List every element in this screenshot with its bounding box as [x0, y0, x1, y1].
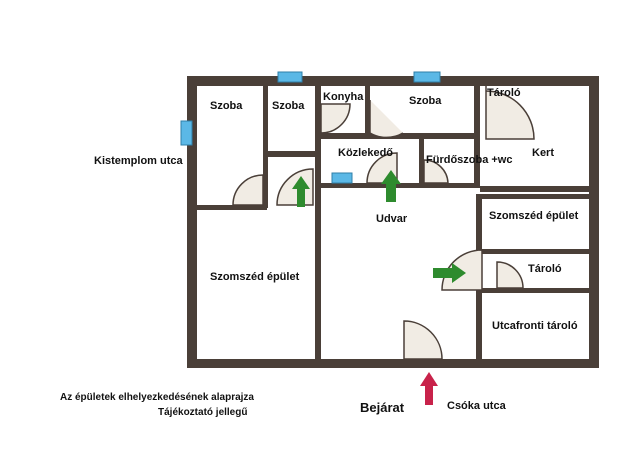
room-label-szomszed-epulet-left: Szomszéd épület — [210, 271, 300, 283]
window-courtyard — [331, 172, 353, 184]
arrows — [292, 170, 466, 405]
caption-line-1: Az épületek elhelyezkedésének alaprajza — [60, 392, 254, 403]
caption-line-2: Tájékoztató jellegű — [158, 407, 248, 418]
entrance-label: Bejárat — [360, 400, 405, 415]
room-label-utcafronti-tarolo: Utcafronti tároló — [492, 320, 578, 332]
arrow-right-szomszed — [433, 263, 466, 283]
room-label-kozlekedo: Közlekedő — [338, 147, 394, 159]
outer-walls — [187, 76, 599, 368]
window-top-right — [413, 71, 441, 83]
window-left — [180, 120, 193, 146]
door-entrance — [403, 320, 443, 360]
room-label-kert: Kert — [532, 147, 555, 159]
door-furdoszoba — [423, 159, 449, 184]
windows — [180, 71, 441, 184]
room-label-szoba-1: Szoba — [210, 100, 243, 112]
room-label-tarolo-top: Tároló — [487, 87, 521, 99]
room-label-udvar: Udvar — [376, 213, 408, 225]
room-label-szoba-3: Szoba — [409, 95, 442, 107]
door-szoba-1 — [232, 174, 264, 206]
arrow-up-szoba — [292, 176, 310, 207]
arrow-up-entrance — [420, 372, 438, 405]
door-szoba-3 — [369, 100, 404, 139]
window-top-left — [277, 71, 303, 83]
arrow-up-kozlekedo — [381, 170, 401, 202]
door-tarolo-top — [485, 86, 535, 140]
street-label-kistemplom: Kistemplom utca — [94, 155, 183, 167]
room-label-szoba-2: Szoba — [272, 100, 305, 112]
room-label-tarolo-mid: Tároló — [528, 263, 562, 275]
room-label-szomszed-epulet-right: Szomszéd épület — [489, 210, 579, 222]
room-label-konyha: Konyha — [323, 91, 364, 103]
room-label-furdoszoba: Fürdőszoba +wc — [426, 154, 513, 166]
door-konyha — [320, 103, 351, 134]
street-label-csoka: Csóka utca — [447, 400, 506, 412]
door-tarolo-mid — [496, 261, 524, 289]
